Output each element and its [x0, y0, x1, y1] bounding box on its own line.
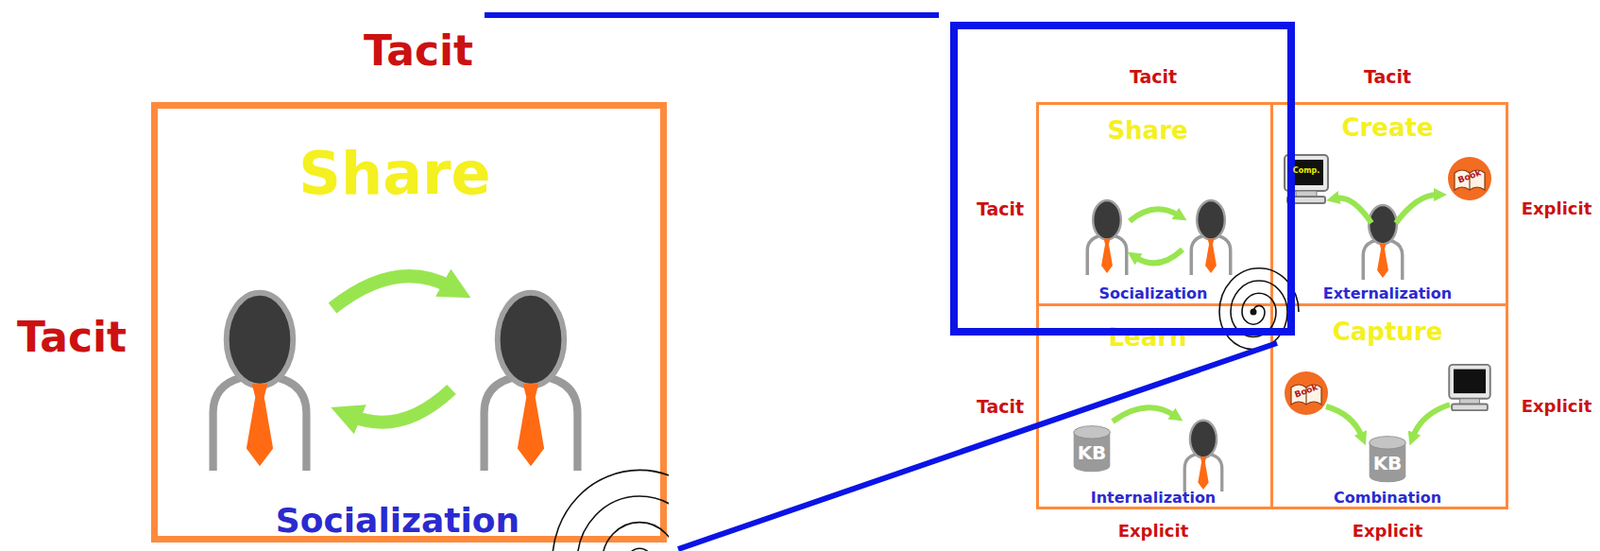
book-icon — [1447, 156, 1492, 201]
flow-arrow — [1412, 404, 1450, 437]
exchange-arrow — [332, 275, 452, 308]
quadrant-heading: Create — [1341, 115, 1433, 140]
icon-label: Book — [1457, 168, 1483, 185]
person-icon — [213, 292, 307, 471]
process-name: Externalization — [1323, 286, 1452, 302]
axis-label: Tacit — [1363, 68, 1412, 86]
zoom-line — [678, 342, 1277, 549]
axis-label: Tacit — [976, 397, 1024, 416]
spiral-line — [1219, 268, 1299, 350]
flow-arrow — [1112, 407, 1175, 422]
exchange-arrow — [1129, 208, 1179, 222]
knowledge-base-icon — [1369, 436, 1407, 483]
flow-arrow — [1395, 194, 1438, 223]
flow-arrow — [1335, 198, 1372, 223]
exchange-arrow — [1135, 249, 1183, 263]
person-icon — [1191, 200, 1231, 275]
quadrant-box: LearnInternalization — [1036, 303, 1274, 510]
zoom-frame — [953, 25, 1292, 332]
icon-label: KB — [1373, 453, 1403, 473]
axis-label: Explicit — [1521, 397, 1593, 415]
knowledge-base-icon — [1073, 425, 1111, 473]
quadrant-heading: Share — [298, 144, 491, 204]
process-name: Socialization — [275, 503, 520, 538]
computer-icon — [1448, 364, 1490, 410]
icon-label: KB — [1077, 442, 1107, 462]
process-name: Socialization — [1099, 286, 1209, 302]
quadrant-heading: Learn — [1107, 324, 1187, 350]
process-name: Internalization — [1090, 490, 1217, 506]
book-icon — [1284, 371, 1328, 415]
process-name: Combination — [1333, 490, 1442, 506]
flow-arrow — [1326, 406, 1362, 437]
zoom-line — [484, 12, 939, 18]
icon-label: Book — [1293, 382, 1320, 399]
person-icon — [1184, 420, 1223, 492]
quadrant-box: ShareSocialization — [1036, 102, 1274, 307]
axis-label: Explicit — [1118, 522, 1190, 540]
person-icon — [1087, 200, 1127, 275]
axis-label: Tacit — [363, 30, 474, 72]
person-icon — [484, 292, 579, 471]
axis-label: Explicit — [1521, 200, 1593, 218]
axis-label: Tacit — [17, 316, 127, 358]
spiral-line — [552, 469, 669, 551]
axis-label: Tacit — [1129, 68, 1177, 86]
exchange-arrow — [351, 389, 452, 423]
quadrant-heading: Capture — [1332, 319, 1444, 344]
computer-icon — [1284, 154, 1328, 204]
quadrant-box: CreateExternalization — [1270, 102, 1509, 307]
quadrant-box: CaptureCombination — [1270, 303, 1509, 510]
zoomed-quadrant-box: ShareSocialization — [151, 102, 667, 543]
quadrant-heading: Share — [1106, 118, 1188, 143]
icon-label: Comp. — [1293, 167, 1320, 175]
axis-label: Tacit — [976, 200, 1024, 219]
spiral-center — [1250, 308, 1258, 316]
axis-label: Explicit — [1352, 522, 1424, 540]
